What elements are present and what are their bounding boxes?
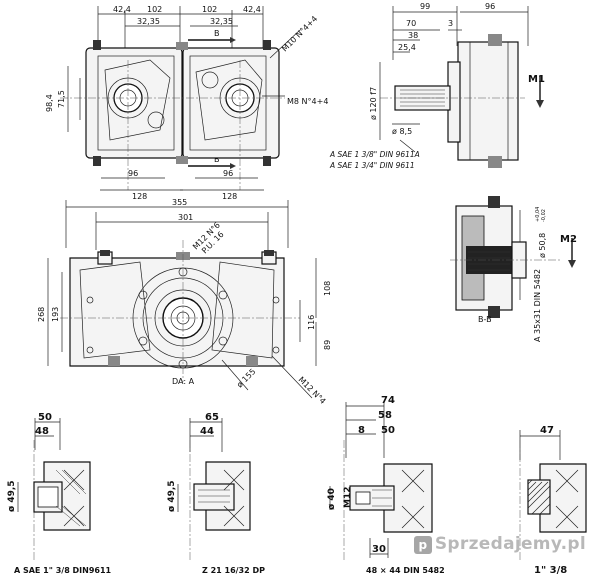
dim-268: 268: [37, 307, 46, 322]
dim-355: 355: [172, 198, 187, 207]
dim-71-5: 71,5: [57, 90, 66, 108]
detail1-caption: A SAE 1" 3/8 DIN9611: [14, 566, 112, 575]
dim-96-left: 96: [128, 169, 138, 178]
detail3-dim-8: 8: [358, 425, 365, 436]
detail3-thread: M12: [343, 487, 353, 508]
dim-42-4-right: 42,4: [243, 5, 261, 14]
dim-193: 193: [51, 307, 60, 322]
dim-32-35-right: 32,35: [210, 17, 233, 26]
dim-116: 116: [307, 315, 316, 330]
watermark-text: Sprzedajemy.pl: [434, 534, 586, 554]
detail3-dim-58: 58: [378, 410, 392, 421]
dim-70: 70: [406, 19, 416, 28]
detail4-caption: 1" 3/8: [534, 565, 567, 576]
tol-minus: -0,02: [541, 209, 547, 222]
section-label-da-a: DA: A: [172, 377, 195, 386]
front-view: 355 301 M12 N°6 P.U. 16: [37, 198, 332, 406]
dia-120-f7: ø 120 f7: [369, 87, 378, 120]
section-mark-b-bottom: B: [214, 155, 220, 164]
side-view: 99 96 70 3 38 25,4 ø 120 f7 ø 8,5 M1: [329, 2, 545, 170]
detail3-dim-30: 30: [372, 544, 386, 555]
note-sae-138: A SAE 1 3/8" DIN 9611A: [329, 150, 420, 159]
detail2-dim-65: 65: [205, 412, 219, 423]
spline-note: A 35x31 DIN 5482: [533, 269, 542, 342]
dim-108: 108: [323, 281, 332, 296]
dim-3: 3: [448, 19, 453, 28]
detail4-dim-47: 47: [540, 425, 554, 436]
dim-98-4: 98,4: [45, 94, 54, 112]
section-b-b: ø 50,8 +0,04 -0,02 M2 B-B A 35x31 DIN 54…: [450, 196, 577, 342]
shaft-detail-2: 65 44 ø 49,5 Z 21 16/32 DP: [167, 412, 265, 575]
callout-m10: M10 N°4+4: [280, 14, 319, 53]
dim-42-4-left: 42,4: [113, 5, 131, 14]
dim-128-right: 128: [222, 192, 237, 201]
tol-plus: +0,04: [535, 207, 541, 222]
note-sae-134: A SAE 1 3/4" DIN 9611: [329, 161, 415, 170]
motor-label-m2: M2: [560, 234, 577, 245]
watermark-logo-icon: p: [413, 536, 432, 554]
detail2-dim-44: 44: [200, 426, 214, 437]
shaft-detail-4: 47 1" 3/8: [519, 425, 587, 576]
section-mark-b-top: B: [214, 29, 220, 38]
detail1-dim-48: 48: [35, 426, 49, 437]
dim-96-side: 96: [485, 2, 495, 11]
dia-155: ø 155: [235, 367, 257, 389]
dia-8-5: ø 8,5: [392, 127, 412, 136]
top-view: 42,4 102 102 42,4 32,35 32,35 B B: [45, 5, 328, 201]
detail2-dia: ø 49,5: [167, 480, 177, 512]
dim-102-left: 102: [147, 5, 162, 14]
shaft-detail-3: 74 58 8 50 ø 40 M12 30 48 × 44 DIN 5482: [327, 395, 445, 575]
detail1-dia: ø 49,5: [7, 480, 17, 512]
motor-label-m1: M1: [528, 74, 545, 85]
dia-50-8: ø 50,8: [538, 233, 547, 258]
section-label-b-b: B-B: [478, 315, 492, 324]
callout-m12-n4: M12 N°4: [297, 375, 328, 406]
shaft-detail-1: 50 48 ø 49,5 A SAE 1" 3/8 DIN9611: [7, 412, 112, 575]
dim-32-35-left: 32,35: [137, 17, 160, 26]
detail2-caption: Z 21 16/32 DP: [202, 566, 265, 575]
dim-102-right: 102: [202, 5, 217, 14]
dim-25-4: 25,4: [398, 43, 416, 52]
detail1-dim-50: 50: [38, 412, 52, 423]
dim-301: 301: [178, 213, 193, 222]
dim-38: 38: [408, 31, 418, 40]
detail3-dia: ø 40: [327, 488, 337, 510]
dim-96-right: 96: [223, 169, 233, 178]
callout-m8: M8 N°4+4: [287, 97, 328, 106]
dim-89: 89: [323, 340, 332, 350]
detail3-dim-50: 50: [381, 425, 395, 436]
detail3-dim-74: 74: [381, 395, 395, 406]
dim-128-left: 128: [132, 192, 147, 201]
dim-99: 99: [420, 2, 430, 11]
detail3-caption: 48 × 44 DIN 5482: [366, 566, 445, 575]
